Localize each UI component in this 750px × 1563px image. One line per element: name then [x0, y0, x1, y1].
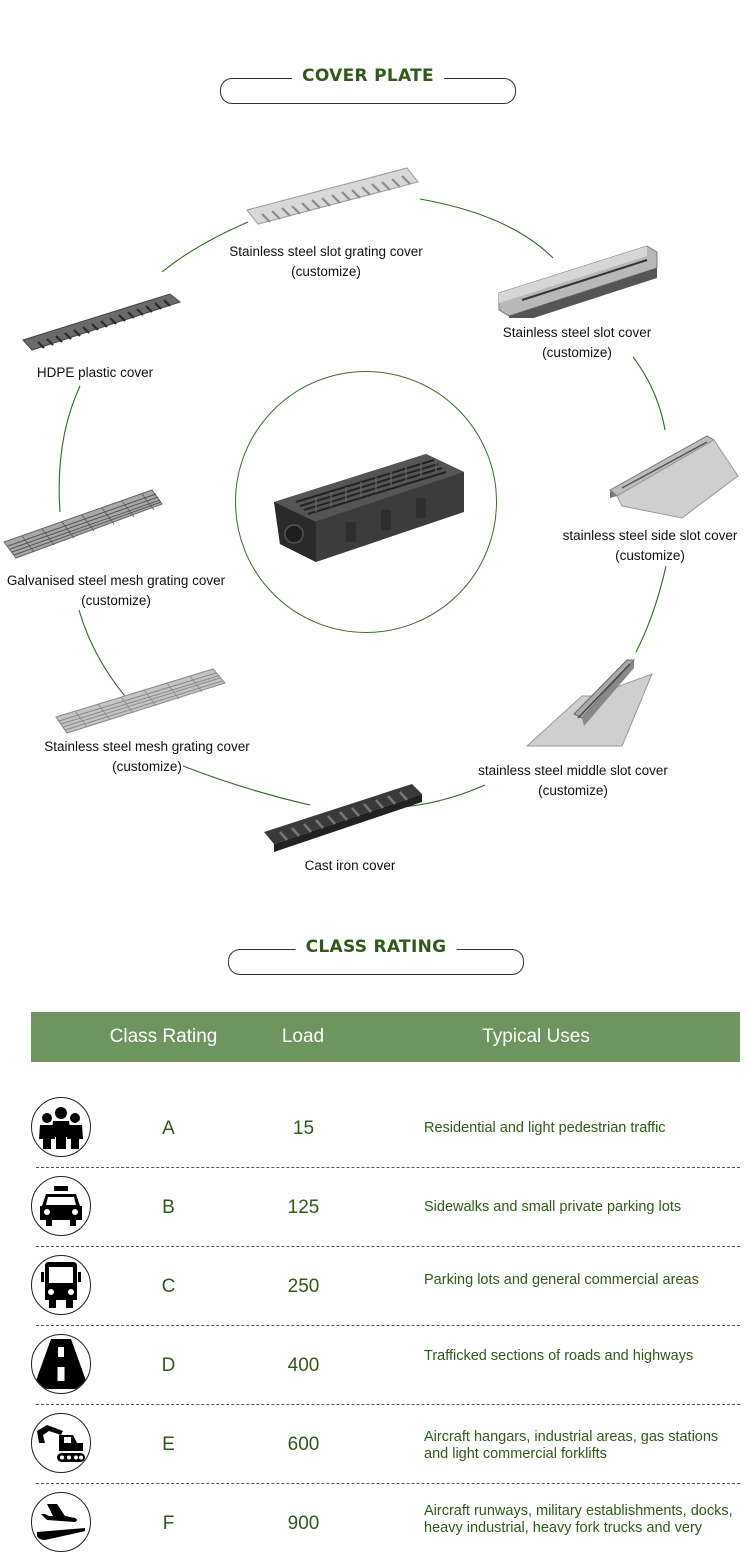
- load-value: 900: [287, 1513, 320, 1534]
- class-rating-title: CLASS RATING: [295, 937, 457, 957]
- uses-text: Aircraft hangars, industrial areas, gas …: [424, 1429, 719, 1462]
- product-image-galvanised-mesh: [3, 489, 163, 559]
- product-label-middle-slot-cover: stainless steel middle slot cover (custo…: [478, 763, 668, 798]
- center-product-circle: [235, 371, 497, 633]
- pedestrians-icon: [31, 1097, 91, 1157]
- load-value: 400: [287, 1355, 320, 1376]
- product-label-slot-grating: Stainless steel slot grating cover (cust…: [229, 244, 423, 279]
- product-image-hdpe-cover: [22, 293, 182, 351]
- connector-arcs: [58, 198, 667, 809]
- uses-text: Trafficked sections of roads and highway…: [424, 1348, 694, 1364]
- uses-text: Parking lots and general commercial area…: [424, 1272, 699, 1288]
- bus-icon: [31, 1255, 91, 1315]
- class-rating-title-frame: CLASS RATING: [228, 937, 524, 975]
- table-row: E 600 Aircraft hangars, industrial areas…: [31, 1404, 740, 1484]
- class-value: C: [161, 1276, 176, 1297]
- product-image-side-slot-cover: [609, 435, 739, 519]
- class-value: E: [162, 1434, 175, 1455]
- table-row: C 250 Parking lots and general commercia…: [31, 1246, 740, 1326]
- row-divider: [36, 1167, 740, 1168]
- product-label-hdpe-cover: HDPE plastic cover: [36, 365, 154, 380]
- load-value: 250: [287, 1276, 320, 1297]
- row-divider: [36, 1483, 740, 1484]
- class-value: B: [162, 1197, 175, 1218]
- table-row: F 900 Aircraft runways, military establi…: [31, 1483, 740, 1563]
- row-divider: [36, 1246, 740, 1247]
- uses-text: Sidewalks and small private parking lots: [424, 1199, 682, 1215]
- column-header-class: Class Rating: [109, 1026, 218, 1047]
- product-image-stainless-mesh: [55, 668, 226, 734]
- product-label-cast-iron: Cast iron cover: [304, 858, 396, 873]
- product-image-cast-iron: [264, 784, 422, 852]
- product-label-galvanised-mesh: Galvanised steel mesh grating cover (cus…: [6, 573, 226, 608]
- product-label-stainless-mesh: Stainless steel mesh grating cover (cust…: [44, 739, 250, 774]
- column-header-uses: Typical Uses: [482, 1026, 590, 1047]
- car-icon: [31, 1176, 91, 1236]
- table-row: D 400 Trafficked sections of roads and h…: [31, 1325, 740, 1405]
- table-header: Class Rating Load Typical Uses: [31, 1012, 740, 1062]
- row-divider: [36, 1404, 740, 1405]
- drain-channel-image: [274, 454, 464, 562]
- table-row: A 15 Residential and light pedestrian tr…: [31, 1088, 740, 1168]
- cover-plate-title: COVER PLATE: [292, 66, 444, 86]
- row-divider: [36, 1325, 740, 1326]
- load-value: 125: [287, 1197, 320, 1218]
- load-value: 600: [287, 1434, 320, 1455]
- cover-plate-title-frame: COVER PLATE: [220, 66, 516, 104]
- uses-text: Aircraft runways, military establishment…: [424, 1503, 733, 1536]
- load-value: 15: [292, 1118, 315, 1139]
- table-row: B 125 Sidewalks and small private parkin…: [31, 1167, 740, 1247]
- uses-text: Residential and light pedestrian traffic: [424, 1120, 666, 1136]
- product-label-slot-cover: Stainless steel slot cover (customize): [502, 325, 652, 360]
- airplane-icon: [31, 1492, 91, 1552]
- product-label-side-slot-cover: stainless steel side slot cover (customi…: [562, 528, 738, 563]
- product-image-slot-grating: [246, 167, 419, 225]
- excavator-icon: [31, 1413, 91, 1473]
- class-value: F: [162, 1513, 175, 1534]
- class-value: A: [162, 1118, 175, 1139]
- road-icon: [31, 1334, 91, 1394]
- column-header-load: Load: [281, 1026, 325, 1047]
- product-image-slot-cover: [498, 245, 658, 318]
- class-value: D: [161, 1355, 176, 1376]
- product-image-middle-slot-cover: [525, 659, 653, 747]
